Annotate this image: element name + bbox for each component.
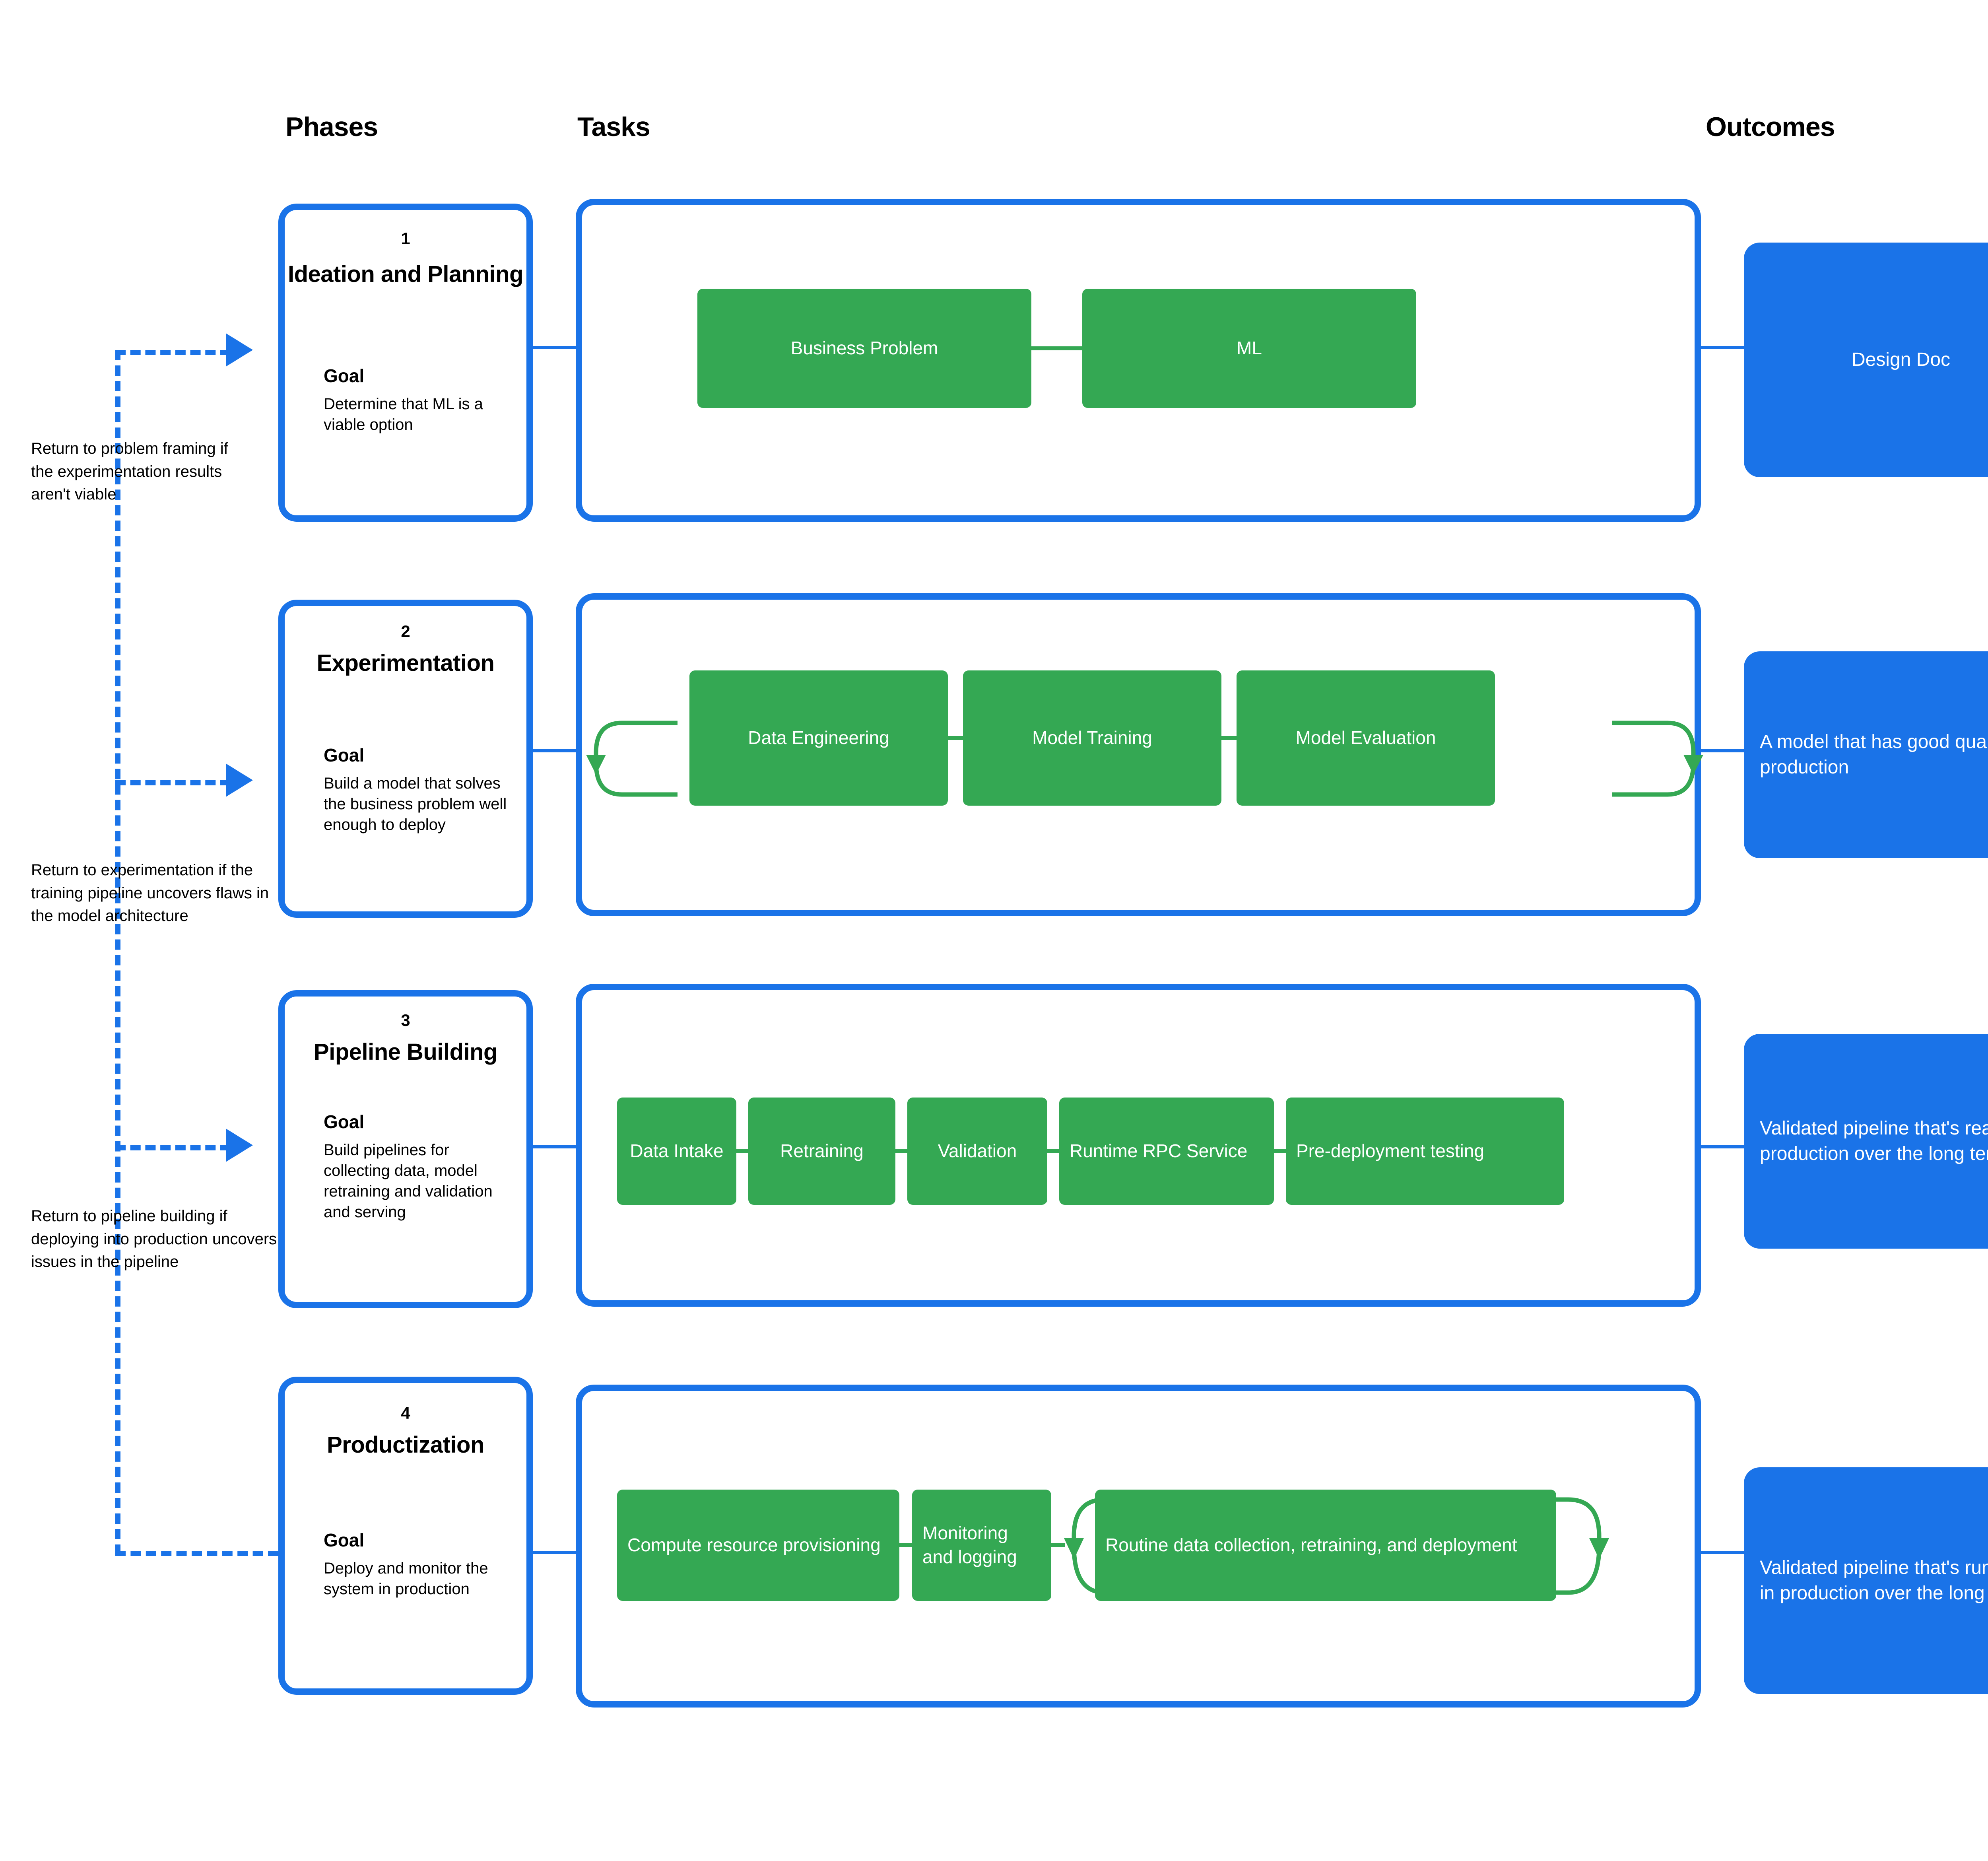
connector-phase2-tasks xyxy=(533,749,577,752)
task-label: ML xyxy=(1237,338,1262,359)
tasks-panel-4: Compute resource provisioning Monitoring… xyxy=(576,1385,1701,1708)
loop-arrow-left-phase2 xyxy=(586,721,678,797)
phase-goal-text-2: Build a model that solves the business p… xyxy=(324,775,507,833)
feedback-arrowhead-phase2 xyxy=(226,763,253,797)
task-connector xyxy=(1051,1543,1065,1547)
feedback-arrowhead-phase1 xyxy=(226,333,253,367)
task-label: Model Evaluation xyxy=(1295,727,1436,748)
phase-number-1: 1 xyxy=(401,229,410,248)
feedback-branch-to-phase1 xyxy=(115,350,231,355)
task-label: Validation xyxy=(938,1140,1017,1162)
feedback-branch-to-phase3 xyxy=(115,1145,231,1150)
phase-goal-label-2: Goal xyxy=(324,745,365,765)
phase-number-3: 3 xyxy=(401,1011,410,1030)
task-connector xyxy=(948,736,964,740)
task-label: Routine data collection, retraining, and… xyxy=(1105,1535,1517,1556)
outcome-box-1[interactable]: Design Doc xyxy=(1744,243,1988,477)
task-label: Runtime RPC Service xyxy=(1070,1140,1248,1162)
task-label: Data Engineering xyxy=(748,727,889,748)
tasks-panel-2: Data Engineering Model Training Model Ev… xyxy=(576,593,1703,916)
column-header-outcomes: Outcomes xyxy=(1706,112,1835,142)
phase-card-2[interactable]: 2 Experimentation Goal Build a model tha… xyxy=(278,600,533,918)
task-connector xyxy=(1047,1149,1060,1153)
phase-title-1: Ideation and Planning xyxy=(287,261,524,287)
connector-phase1-tasks xyxy=(533,346,577,349)
phase-goal-text-4: Deploy and monitor the system in product… xyxy=(324,1560,488,1598)
phase-title-2: Experimentation xyxy=(316,650,495,676)
task-connector xyxy=(1274,1149,1287,1153)
connector-phase3-tasks xyxy=(533,1145,577,1148)
task-label: Compute resource provisioning xyxy=(627,1535,881,1556)
task-box-compute-resource-provisioning[interactable]: Compute resource provisioning xyxy=(617,1490,899,1601)
task-connector xyxy=(736,1149,749,1153)
task-box-model-training[interactable]: Model Training xyxy=(963,670,1221,806)
task-box-validation[interactable]: Validation xyxy=(907,1098,1047,1205)
phase-title-3: Pipeline Building xyxy=(314,1039,497,1065)
task-box-data-intake[interactable]: Data Intake xyxy=(617,1098,736,1205)
task-box-routine-data-collection[interactable]: Routine data collection, retraining, and… xyxy=(1095,1490,1556,1601)
connector-tasks-outcome1 xyxy=(1701,346,1745,349)
phase-number-2: 2 xyxy=(401,622,410,641)
task-box-retraining[interactable]: Retraining xyxy=(748,1098,895,1205)
task-label: Business Problem xyxy=(790,338,938,359)
task-connector xyxy=(899,1543,913,1547)
task-connector xyxy=(1031,346,1083,350)
outcome-label: Validated pipeline that's ready for prod… xyxy=(1760,1118,1988,1164)
feedback-annotation-3: Return to pipeline building if deploying… xyxy=(31,1207,277,1271)
loop-arrow-right-phase2 xyxy=(1612,721,1703,797)
task-label: Monitoring and logging xyxy=(922,1523,1017,1567)
phase-goal-text-1: Determine that ML is a viable option xyxy=(324,395,483,433)
task-box-data-engineering[interactable]: Data Engineering xyxy=(689,670,948,806)
task-connector xyxy=(1221,736,1237,740)
connector-tasks-outcome3 xyxy=(1701,1145,1745,1148)
phase-goal-label-3: Goal xyxy=(324,1111,365,1132)
task-box-pre-deployment-testing[interactable]: Pre-deployment testing xyxy=(1286,1098,1564,1205)
task-box-monitoring-and-logging[interactable]: Monitoring and logging xyxy=(912,1490,1051,1601)
outcome-label: Validated pipeline that's running in pro… xyxy=(1760,1557,1988,1604)
outcome-box-4[interactable]: Validated pipeline that's running in pro… xyxy=(1744,1467,1988,1694)
task-box-model-evaluation[interactable]: Model Evaluation xyxy=(1237,670,1495,806)
column-header-phases: Phases xyxy=(285,112,378,142)
outcome-label: Design Doc xyxy=(1851,349,1951,371)
task-label: Retraining xyxy=(780,1140,864,1162)
task-box-runtime-rpc-service[interactable]: Runtime RPC Service xyxy=(1059,1098,1274,1205)
connector-tasks-outcome2 xyxy=(1701,749,1745,752)
connector-tasks-outcome4 xyxy=(1701,1551,1745,1554)
task-label: Model Training xyxy=(1032,727,1152,748)
feedback-trunk-left xyxy=(115,350,120,1555)
feedback-annotation-1: Return to problem framing if the experim… xyxy=(31,440,228,503)
task-box-ml[interactable]: ML xyxy=(1082,289,1416,408)
feedback-source-phase4 xyxy=(115,1551,278,1556)
outcome-label: A model that has good quality for produc… xyxy=(1760,731,1988,778)
outcome-box-2[interactable]: A model that has good quality for produc… xyxy=(1744,651,1988,858)
phase-goal-text-3: Build pipelines for collecting data, mod… xyxy=(324,1141,493,1221)
column-header-tasks: Tasks xyxy=(577,112,650,142)
task-label: Pre-deployment testing xyxy=(1296,1140,1485,1162)
phase-title-4: Productization xyxy=(327,1432,484,1458)
outcome-box-3[interactable]: Validated pipeline that's ready for prod… xyxy=(1744,1034,1988,1249)
phase-card-1[interactable]: 1 Ideation and Planning Goal Determine t… xyxy=(278,204,533,522)
tasks-panel-3: Data Intake Retraining Validation Runtim… xyxy=(576,984,1701,1307)
connector-phase4-tasks xyxy=(533,1551,577,1554)
feedback-annotation-2: Return to experimentation if the trainin… xyxy=(31,861,269,925)
phase-number-4: 4 xyxy=(401,1404,410,1422)
phase-goal-label-1: Goal xyxy=(324,365,365,386)
loop-arrow-right-phase4 xyxy=(1530,1497,1609,1595)
feedback-branch-to-phase2 xyxy=(115,780,231,785)
phase-goal-label-4: Goal xyxy=(324,1530,365,1550)
task-connector xyxy=(895,1149,908,1153)
task-label: Data Intake xyxy=(630,1140,724,1162)
phase-card-4[interactable]: 4 Productization Goal Deploy and monitor… xyxy=(278,1377,533,1695)
feedback-arrowhead-phase3 xyxy=(226,1129,253,1162)
phase-card-3[interactable]: 3 Pipeline Building Goal Build pipelines… xyxy=(278,990,533,1308)
task-box-business-problem[interactable]: Business Problem xyxy=(697,289,1031,408)
tasks-panel-1: Business Problem ML xyxy=(576,199,1701,522)
